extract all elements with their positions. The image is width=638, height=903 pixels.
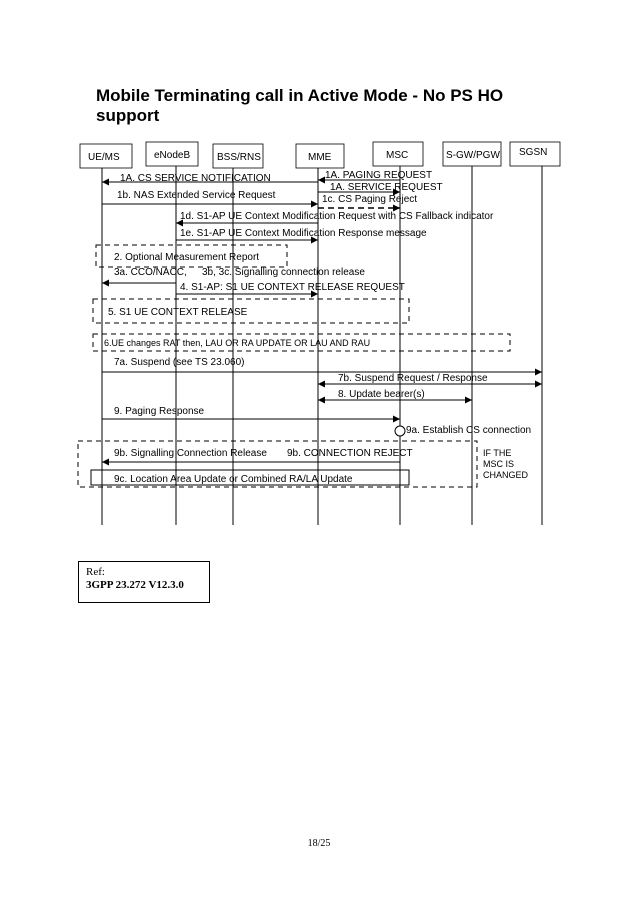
label-3a: 3a. CCO/NACC, (114, 267, 187, 278)
label-2: 2. Optional Measurement Report (114, 252, 259, 263)
entity-mme: MME (295, 143, 345, 169)
s1-release-box (92, 298, 410, 324)
label-6: 6.UE changes RAT then, LAU OR RA UPDATE … (104, 338, 370, 348)
reference-box: Ref: 3GPP 23.272 V12.3.0 (78, 561, 210, 603)
label-4: 4. S1-AP: S1 UE CONTEXT RELEASE REQUEST (180, 282, 405, 293)
label-9c: 9c. Location Area Update or Combined RA/… (114, 474, 353, 485)
label-3bc: 3b, 3c. Signalling connection release (202, 267, 365, 278)
entity-bss-rns: BSS/RNS (212, 143, 264, 169)
label-if-msc-changed-1: IF THE (483, 448, 511, 458)
label-9b-reject: 9b. CONNECTION REJECT (287, 448, 413, 459)
entity-sgsn: SGSN (509, 141, 561, 167)
label-5: 5. S1 UE CONTEXT RELEASE (108, 307, 248, 318)
rat-change-box (92, 333, 511, 352)
svg-text:SGSN: SGSN (519, 147, 547, 158)
label-1d: 1d. S1-AP UE Context Modification Reques… (180, 211, 494, 222)
label-1b: 1b. NAS Extended Service Request (117, 190, 276, 201)
entity-enodeb: eNodeB (145, 141, 199, 167)
reference-label: Ref: (86, 566, 105, 578)
label-1c: 1c. CS Paging Reject (322, 194, 417, 205)
label-7b: 7b. Suspend Request / Response (338, 373, 488, 384)
reference-document: 3GPP 23.272 V12.3.0 (86, 579, 184, 591)
optional-measurement-box (95, 244, 288, 268)
svg-text:MSC: MSC (386, 150, 408, 161)
entity-sgw-pgw: S-GW/PGW (442, 141, 502, 167)
diagram-title: Mobile Terminating call in Active Mode -… (96, 86, 504, 125)
label-9a: 9a. Establish CS connection (406, 425, 531, 436)
svg-text:eNodeB: eNodeB (154, 150, 190, 161)
svg-text:MME: MME (308, 152, 332, 163)
entity-ue-ms: UE/MS (79, 143, 133, 169)
label-1a-service-request: 1A. SERVICE REQUEST (330, 182, 443, 193)
label-1e: 1e. S1-AP UE Context Modification Respon… (180, 228, 427, 239)
label-8: 8. Update bearer(s) (338, 389, 425, 400)
svg-text:BSS/RNS: BSS/RNS (217, 152, 261, 163)
msc-changed-box (77, 440, 478, 488)
label-1a-cs-notification: 1A. CS SERVICE NOTIFICATION (120, 173, 271, 184)
location-update-box (90, 469, 410, 486)
svg-text:S-GW/PGW: S-GW/PGW (446, 150, 500, 161)
entity-msc: MSC (372, 141, 424, 167)
label-1a-paging-request: 1A. PAGING REQUEST (325, 170, 432, 181)
establish-cs-connection-marker (394, 425, 406, 437)
label-if-msc-changed-2: MSC IS (483, 459, 514, 469)
label-9b-release: 9b. Signalling Connection Release (114, 448, 267, 459)
page-number: 18/25 (307, 838, 331, 849)
svg-text:UE/MS: UE/MS (88, 152, 120, 163)
label-9: 9. Paging Response (114, 406, 205, 417)
label-7a: 7a. Suspend (see TS 23.060) (114, 357, 244, 368)
label-if-msc-changed-3: CHANGED (483, 470, 529, 480)
